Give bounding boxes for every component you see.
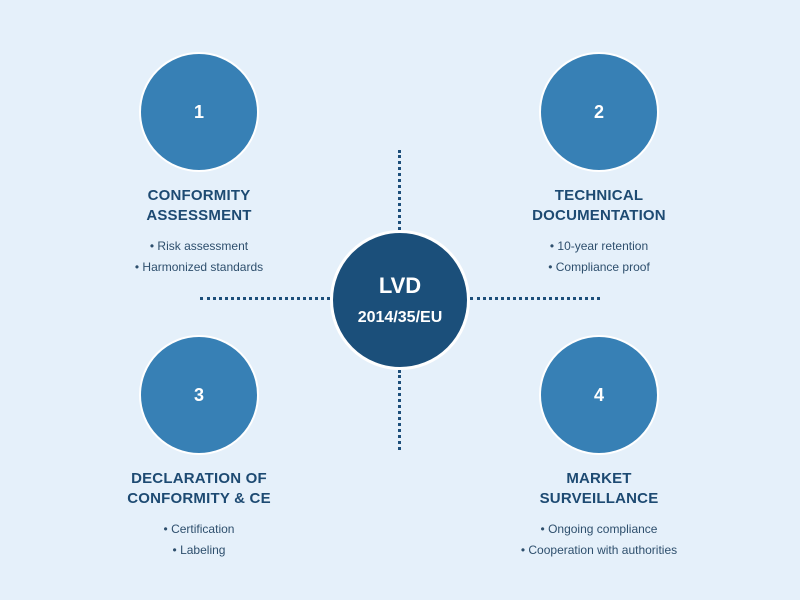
node-declaration-of-conformity: 3 DECLARATION OF CONFORMITY & CE Certifi…: [79, 335, 319, 561]
center-title: LVD: [378, 273, 422, 298]
node-title: TECHNICAL DOCUMENTATION: [532, 187, 666, 224]
node-title: DECLARATION OF CONFORMITY & CE: [127, 470, 271, 507]
center-subtitle: 2014/35/EU: [357, 309, 443, 326]
bullet-item: Cooperation with authorities: [479, 540, 719, 561]
bullet-item: Compliance proof: [479, 257, 719, 278]
bullet-item: 10-year retention: [479, 236, 719, 257]
bullet-item: Harmonized standards: [79, 257, 319, 278]
node-market-surveillance: 4 MARKET SURVEILLANCE Ongoing compliance…: [479, 335, 719, 561]
node-bullets: Ongoing compliance Cooperation with auth…: [479, 519, 719, 561]
connector-top: [398, 150, 401, 230]
node-number-circle: 4: [539, 335, 659, 455]
node-bullets: Certification Labeling: [79, 519, 319, 561]
node-title: CONFORMITY ASSESSMENT: [146, 187, 252, 224]
node-technical-documentation: 2 TECHNICAL DOCUMENTATION 10-year retent…: [479, 52, 719, 278]
connector-bottom: [398, 370, 401, 450]
bullet-item: Risk assessment: [79, 236, 319, 257]
node-title: MARKET SURVEILLANCE: [539, 470, 659, 507]
connector-right: [470, 297, 600, 300]
node-number-circle: 3: [139, 335, 259, 455]
bullet-item: Ongoing compliance: [479, 519, 719, 540]
node-conformity-assessment: 1 CONFORMITY ASSESSMENT Risk assessment …: [79, 52, 319, 278]
node-bullets: Risk assessment Harmonized standards: [79, 236, 319, 278]
bullet-item: Certification: [79, 519, 319, 540]
bullet-item: Labeling: [79, 540, 319, 561]
connector-left: [200, 297, 330, 300]
center-hub: LVD 2014/35/EU: [330, 230, 470, 370]
node-number-circle: 2: [539, 52, 659, 172]
node-number-circle: 1: [139, 52, 259, 172]
node-bullets: 10-year retention Compliance proof: [479, 236, 719, 278]
